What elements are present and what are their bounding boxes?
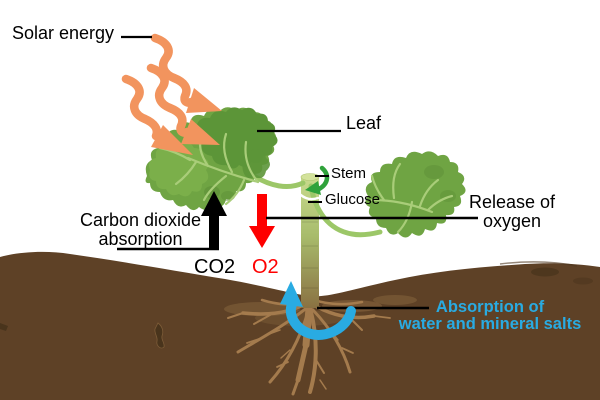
soil-spot — [531, 267, 559, 277]
leaf-vein — [370, 174, 386, 202]
root-hair — [268, 329, 281, 335]
solar-ray-body — [150, 33, 196, 107]
leaf-lobe-dark — [242, 149, 270, 179]
release-oxygen-line1: Release of — [468, 192, 556, 212]
soil-spots — [0, 261, 593, 349]
leaf-vein — [224, 178, 246, 206]
root-branch — [295, 342, 309, 383]
soil-spot — [573, 277, 593, 285]
root-branch — [276, 361, 289, 368]
root-branch — [246, 337, 263, 344]
o2-arrow-head — [249, 226, 275, 248]
carbon-dioxide-line2: absorption — [98, 229, 183, 249]
root-hair — [280, 349, 291, 359]
o2-down-arrow-icon — [249, 194, 275, 248]
water-arrow-body — [285, 299, 356, 340]
glucose-label: Glucose — [325, 191, 381, 208]
solar-ray-head — [151, 125, 193, 155]
absorption-water-line2: water and mineral salts — [398, 315, 582, 333]
carbon-dioxide-absorption-label: Carbon dioxide absorption — [68, 211, 213, 249]
glucose-flow-arrow-icon — [294, 165, 330, 201]
root-branch — [311, 308, 352, 374]
co2-label: CO2 — [194, 256, 236, 278]
glucose-arrow-body — [316, 165, 330, 192]
root-branch — [268, 310, 310, 384]
leaf-vein — [222, 132, 234, 174]
water-absorption-arrow-icon — [280, 281, 356, 340]
leaf-vein — [186, 156, 260, 184]
release-of-oxygen-label: Release of oxygen — [461, 193, 563, 231]
solar-ray-heads — [151, 88, 222, 155]
petiole-right — [308, 183, 383, 238]
glucose-arrow-head — [305, 181, 321, 195]
stem-body — [301, 176, 319, 308]
leaf-lobe-bright — [148, 142, 209, 197]
leaf-vein — [174, 160, 198, 186]
solar-ray-bodies — [121, 33, 196, 141]
leaf-vein — [426, 194, 454, 212]
co2-up-arrow-icon — [201, 191, 227, 250]
o2-label: O2 — [252, 256, 279, 278]
solar-energy-label: Solar energy — [12, 23, 115, 43]
solar-ray-body — [146, 63, 192, 137]
soil-spot — [154, 322, 165, 349]
carbon-dioxide-line1: Carbon dioxide — [79, 210, 202, 230]
release-oxygen-line2: oxygen — [482, 211, 542, 231]
o2-arrow-shaft — [257, 194, 267, 228]
leaf-vein — [202, 174, 228, 202]
leaf-label: Leaf — [346, 113, 382, 133]
co2-arrow-head — [201, 191, 227, 216]
root-branch — [236, 304, 311, 354]
root-branch — [308, 310, 318, 394]
stem-graphic — [300, 173, 320, 308]
solar-ray-head — [186, 88, 222, 113]
co2-arrow-shaft — [209, 215, 219, 250]
water-arrow-head — [280, 281, 303, 307]
root-branch — [291, 378, 300, 396]
soil-ridge — [499, 261, 578, 267]
leaf-vein — [418, 178, 440, 208]
solar-ray-head — [181, 119, 220, 145]
root-branch — [351, 319, 363, 331]
soil-smear — [373, 295, 417, 305]
absorption-water-line1: Absorption of — [435, 298, 545, 316]
root-branch — [315, 359, 325, 374]
root-branch — [227, 312, 244, 319]
leaf-shade-spot — [424, 165, 444, 179]
solar-rays-icon — [121, 33, 222, 155]
solar-ray-body — [121, 74, 162, 141]
root-branch — [341, 347, 354, 354]
leaf-veins — [370, 162, 454, 234]
root-branch — [253, 314, 271, 325]
root-branch — [373, 315, 391, 319]
stem-label: Stem — [331, 165, 367, 182]
root-hair — [319, 379, 327, 390]
leaf-vein — [392, 162, 402, 200]
leaf-shade-spot — [221, 191, 235, 201]
right-leaf — [365, 151, 466, 238]
leaf-vein — [244, 140, 260, 184]
glucose-highlight — [294, 188, 320, 201]
soil-spot — [0, 323, 8, 331]
absorption-water-label: Absorption of water and mineral salts — [385, 299, 595, 333]
